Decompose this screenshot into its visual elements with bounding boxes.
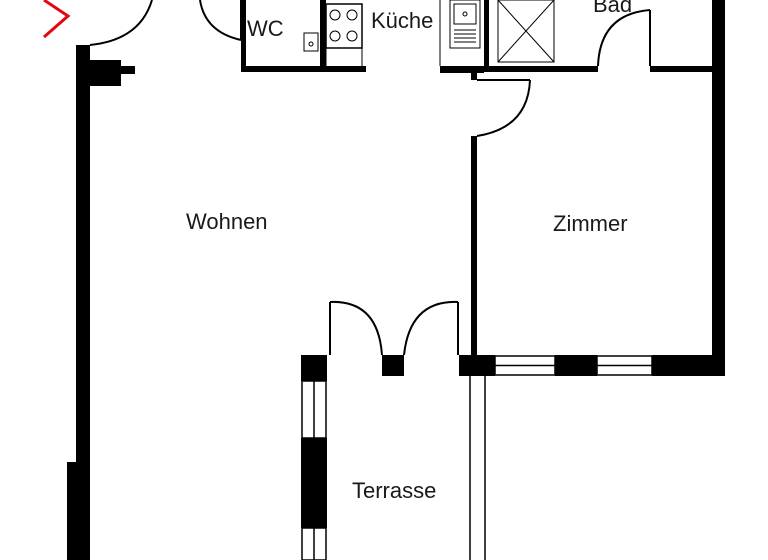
room-label-bad: Bad <box>593 0 632 17</box>
wall-terrasse-left-top <box>301 355 327 381</box>
room-label-terrasse: Terrasse <box>352 478 436 503</box>
wall-terrasse-door-post <box>382 355 404 376</box>
door-bad <box>597 9 651 67</box>
wall-bad-right <box>712 0 725 72</box>
wall-left-upper <box>76 45 90 560</box>
door-terrasse-right <box>403 300 459 356</box>
windows <box>301 355 653 560</box>
fixtures <box>303 0 555 66</box>
wall-bad-bottom-left <box>484 66 598 72</box>
doors <box>89 0 651 356</box>
wc-sink-icon <box>303 32 319 52</box>
room-label-wc: WC <box>247 16 284 41</box>
wall-zimmer-right <box>712 66 725 376</box>
wall-kueche-right-bottom <box>440 66 484 73</box>
room-label-wohnen: Wohnen <box>186 209 268 234</box>
pillar-entrance <box>88 60 121 86</box>
door-wc <box>199 0 242 41</box>
wall-terrasse-left-mid <box>301 438 327 528</box>
wall-wc-bottom <box>241 66 366 72</box>
door-terrasse-left <box>329 300 383 356</box>
door-entrance <box>89 0 153 46</box>
door-zimmer <box>476 79 531 137</box>
wall-bad-bottom-right <box>650 66 725 72</box>
wall-bad-shaft-left <box>484 0 489 72</box>
wall-zimmer-bottom-1 <box>459 355 495 376</box>
stove-icon <box>325 3 363 49</box>
wall-wc-kueche-divider <box>320 0 326 72</box>
room-label-zimmer: Zimmer <box>553 211 628 236</box>
pillar-entrance-notch <box>121 66 135 74</box>
entrance-marker-icon <box>43 0 71 39</box>
wall-zimmer-left <box>471 136 477 358</box>
wall-zimmer-bottom-3 <box>652 355 725 376</box>
walls <box>67 0 725 560</box>
shower-icon <box>497 0 555 63</box>
kitchen-sink-icon <box>449 0 481 49</box>
wall-zimmer-bottom-2 <box>555 355 597 376</box>
wall-wc-left <box>241 0 246 72</box>
room-label-kueche: Küche <box>371 8 433 33</box>
wall-left-lower-thick <box>67 462 81 560</box>
wall-zimmer-left-top <box>471 72 477 80</box>
